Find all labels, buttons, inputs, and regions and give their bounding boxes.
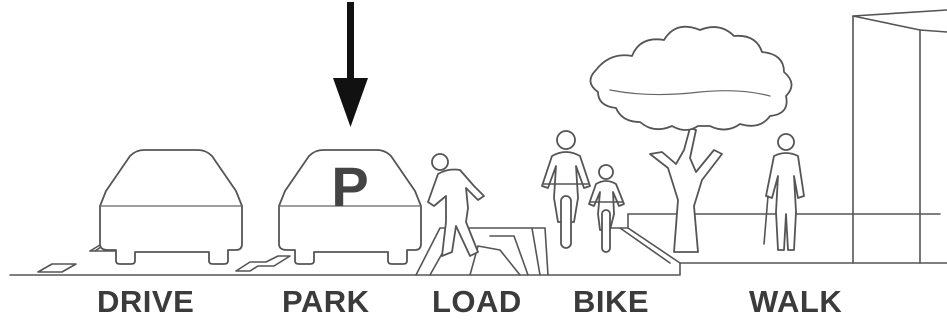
parking-sign-letter: P: [331, 155, 368, 218]
road-line: [10, 263, 947, 275]
zone-label-park: PARK: [282, 284, 370, 320]
car-icon: [100, 150, 242, 264]
cyclist-icon: [542, 131, 590, 248]
parked-car-icon: P: [279, 150, 421, 264]
zone-label-drive: DRIVE: [97, 284, 194, 320]
zone-label-load: LOAD: [432, 284, 522, 320]
down-arrow-icon: [333, 2, 368, 127]
zone-label-bike: BIKE: [573, 284, 649, 320]
park-lane-markings: [236, 256, 290, 271]
building-icon: [853, 10, 947, 263]
pedestrian-icon: [428, 154, 484, 256]
child-cyclist-icon: [589, 165, 624, 252]
zone-label-walk: WALK: [749, 284, 842, 320]
walking-person-icon: [764, 134, 804, 250]
tree-icon: [590, 27, 791, 252]
